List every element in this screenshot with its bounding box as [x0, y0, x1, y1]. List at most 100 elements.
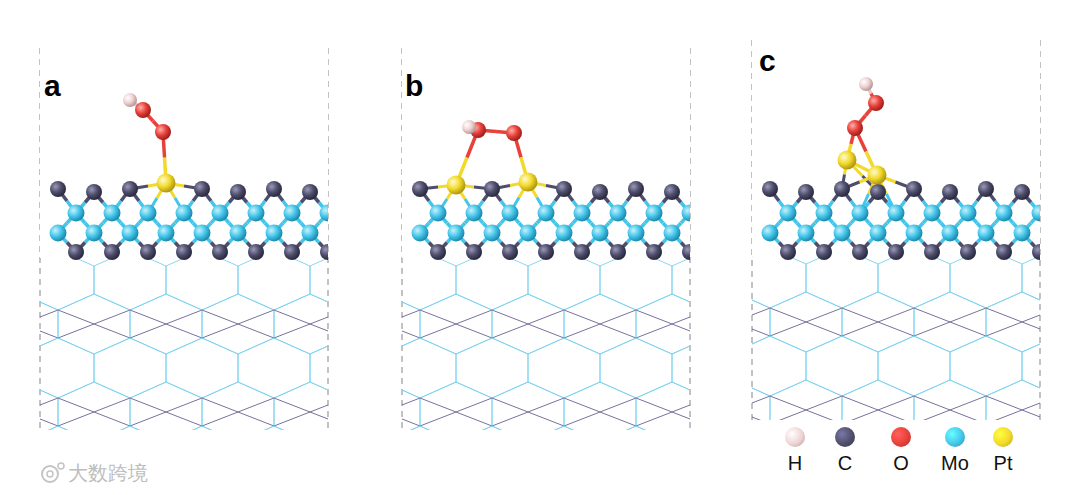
atom — [906, 181, 922, 197]
atom — [466, 205, 483, 222]
legend-item: O — [871, 427, 931, 473]
bulk-cell — [130, 382, 202, 430]
atom — [50, 181, 66, 197]
atom — [266, 181, 282, 197]
bulk-cell — [636, 398, 690, 426]
bulk-cell — [842, 308, 914, 336]
legend-swatch — [785, 427, 805, 447]
bulk-cell — [914, 380, 986, 420]
atom — [906, 225, 923, 242]
bulk-cell — [752, 396, 770, 420]
bulk-cell — [770, 308, 842, 336]
atom — [762, 225, 779, 242]
atom — [176, 244, 192, 260]
bulk-cell — [58, 310, 130, 338]
bulk-cell — [842, 380, 914, 420]
bulk-cell — [986, 292, 1040, 352]
bulk-cell — [636, 310, 690, 338]
bulk-cell — [456, 426, 528, 430]
atom — [230, 225, 247, 242]
bulk-cell — [202, 398, 274, 426]
bulk-cell — [402, 310, 420, 338]
atom — [646, 244, 662, 260]
bulk-cell — [600, 338, 672, 398]
atom — [1014, 184, 1030, 200]
atom — [942, 225, 959, 242]
bulk-cell — [564, 294, 636, 354]
atom — [194, 181, 210, 197]
atom — [978, 181, 994, 197]
legend-text: Mo — [941, 453, 969, 473]
atom — [284, 205, 301, 222]
bulk-cell — [420, 398, 492, 426]
bulk-cell — [58, 398, 130, 426]
atom — [140, 244, 156, 260]
atom — [266, 225, 283, 242]
atom — [978, 225, 995, 242]
bulk-cell — [564, 310, 636, 338]
bulk-cell — [492, 310, 564, 338]
atom — [682, 244, 690, 260]
bulk-cell — [492, 382, 564, 430]
atom — [816, 205, 833, 222]
bulk-cell — [420, 310, 492, 338]
bulk-cell — [752, 336, 806, 396]
atom — [155, 124, 171, 140]
bulk-cell — [770, 308, 842, 336]
bulk-cell — [752, 380, 770, 420]
atom — [682, 205, 691, 222]
bulk-cell — [402, 398, 420, 426]
atom — [448, 225, 465, 242]
atom — [50, 225, 67, 242]
bulk-cell — [166, 426, 238, 430]
atom — [888, 205, 905, 222]
atom — [780, 244, 796, 260]
bulk-cell — [564, 398, 636, 426]
watermark: 大数跨境 — [68, 463, 148, 483]
bulk-cell — [238, 426, 310, 430]
bulk-cell — [202, 398, 274, 426]
atom — [86, 184, 102, 200]
bulk-cell — [94, 338, 166, 398]
legend-text: O — [893, 453, 909, 473]
atom — [157, 174, 176, 193]
legend-item: C — [815, 427, 875, 473]
bulk-cell — [986, 396, 1040, 420]
bulk-cell — [58, 398, 130, 426]
atom — [556, 181, 572, 197]
bulk-cell — [402, 338, 456, 398]
atom — [135, 102, 151, 118]
atom — [888, 244, 904, 260]
atom — [158, 225, 175, 242]
bulk-cell — [986, 308, 1040, 336]
bulk-cell — [274, 398, 328, 426]
bulk-cell — [274, 398, 328, 426]
atom — [104, 205, 121, 222]
bulk-cell — [40, 310, 58, 338]
bulk-cell — [420, 294, 492, 354]
bulk-cell — [130, 310, 202, 338]
atom — [212, 244, 228, 260]
bulk-cell — [166, 338, 238, 398]
bulk-cell — [914, 308, 986, 336]
atom — [838, 151, 857, 170]
bulk-cell — [492, 398, 564, 426]
bulk-cell — [202, 310, 274, 338]
watermark-dot — [58, 463, 64, 469]
bulk-cell — [564, 382, 636, 430]
atom — [852, 205, 869, 222]
atom — [780, 205, 797, 222]
atom — [68, 205, 85, 222]
atom — [798, 184, 814, 200]
atom — [847, 120, 863, 136]
bulk-cell — [274, 310, 328, 338]
bulk-cell — [402, 310, 420, 338]
background — [40, 40, 328, 258]
atom — [574, 244, 590, 260]
atom — [194, 225, 211, 242]
legend-text: Pt — [994, 453, 1013, 473]
atom — [104, 244, 120, 260]
atom — [646, 205, 663, 222]
bulk-cell — [130, 398, 202, 426]
bulk-cell — [564, 398, 636, 426]
